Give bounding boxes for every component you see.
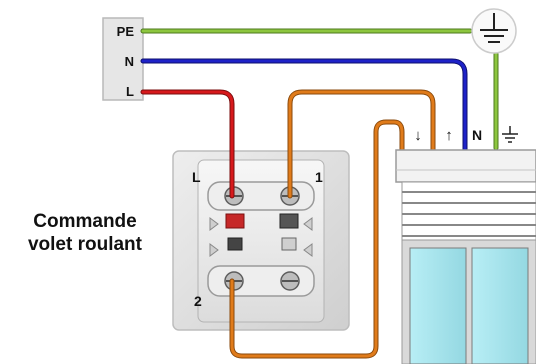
terminal-pe-label: PE [117,24,135,39]
motor-neutral-label: N [472,127,482,143]
earth-wire [140,28,499,151]
ground-icon [471,8,517,54]
switch-terminal-2-label: 2 [194,293,202,309]
motor-earth-icon [502,126,518,143]
down-arrow-icon: ↓ [414,127,422,144]
live-wire [140,89,235,199]
switch-terminal-1-label: 1 [315,169,323,185]
switch-terminal-l-label: L [192,169,201,185]
caption-line-2: volet roulant [27,234,142,255]
terminal-block: PE N L [102,17,144,101]
terminal-l-label: L [126,84,134,99]
switched-wire-up [287,89,436,199]
diagram-caption: Commande volet roulant [10,210,160,256]
caption-line-1: Commande [33,211,137,232]
terminal-n-label: N [125,54,134,69]
up-arrow-icon: ↑ [445,127,453,144]
neutral-wire [140,58,468,153]
roller-shutter [395,149,536,364]
switched-wire-down [229,119,405,359]
